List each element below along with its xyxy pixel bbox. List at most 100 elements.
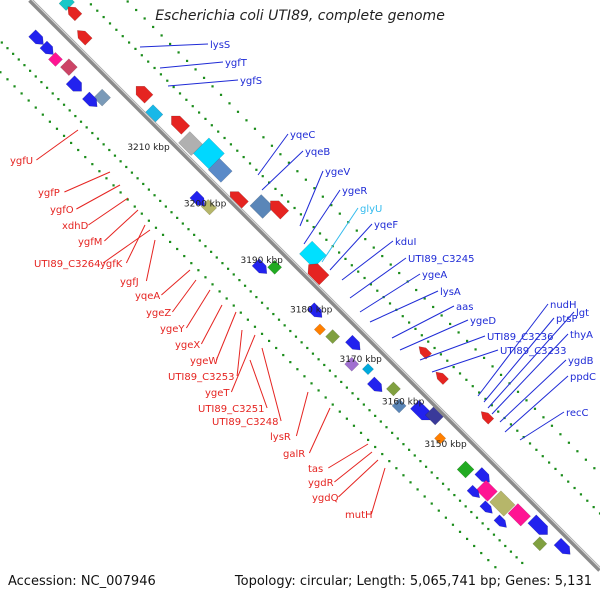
leader-line [308,407,331,454]
scale-label: 3160 kbp [382,398,425,408]
gene-feature [553,537,571,555]
leader-line [499,359,567,423]
tick-dot [396,437,399,440]
tick-dot [385,426,388,429]
tick-dot [567,441,571,444]
gene-label: lysR [270,432,291,443]
tick-dot [6,78,9,81]
tick-dot [176,216,179,219]
tick-dot [592,505,595,509]
tick-dot [34,75,37,78]
tick-dot [535,448,538,451]
tick-dot [228,102,231,105]
tick-dot [119,191,122,194]
tick-dot [471,385,474,388]
leader-line [88,197,129,226]
tick-dot [395,467,398,470]
tick-dot [45,86,49,89]
tick-dot [274,187,277,190]
tick-dot [140,54,143,57]
gene-label: ppdC [570,372,596,383]
tick-dot [352,424,356,427]
tick-dot [576,450,579,453]
tick-dot [567,480,570,483]
tick-dot [74,114,77,118]
tick-dot [482,356,486,359]
tick-dot [277,318,281,321]
tick-dot [55,127,59,130]
tick-dot [232,273,235,276]
gene-label: ygeX [175,340,200,351]
tick-dot [415,288,418,292]
tick-dot [521,561,524,565]
tick-dot [211,85,214,88]
tick-dot [465,537,469,541]
gene-feature [325,329,341,345]
tick-dot [12,52,15,55]
tick-dot [218,290,221,293]
tick-dot [423,495,426,498]
gene-label: kduI [395,237,416,248]
tick-dot [153,194,156,197]
gene-label: yqeF [374,220,398,231]
tick-dot [243,284,247,287]
tick-dot [126,198,129,201]
gene-feature [480,411,495,425]
tick-dot [550,424,554,427]
tick-dot [430,471,433,474]
gene-feature [361,363,375,376]
tick-dot [374,445,377,449]
tick-dot [140,212,143,215]
tick-dot [419,460,422,463]
tick-dot [68,109,71,112]
tick-dot [317,358,320,361]
accession-text: Accession: NC_007946 [8,574,156,589]
tick-dot [449,322,452,326]
tick-dot [89,3,93,6]
tick-dot [289,361,292,364]
leader-line [261,347,282,422]
tick-dot [289,329,292,333]
tick-dot [126,0,129,3]
leader-line [261,150,304,191]
gene-feature [456,460,475,479]
tick-dot [215,256,218,259]
tick-dot [147,60,150,63]
tick-dot [357,397,360,401]
tick-dot [84,155,87,159]
tick-dot [0,41,3,44]
tick-dot [41,113,44,116]
leader-line [185,289,211,329]
tick-dot [280,194,283,197]
tick-dot [287,200,290,203]
tick-dot [359,431,363,434]
tick-dot [441,482,445,485]
tick-dot [478,391,481,394]
tick-dot [372,246,375,249]
tick-dot [185,59,189,63]
tick-dot [181,222,184,225]
tick-dot [379,420,382,423]
tick-dot [177,51,180,54]
leader-line [171,279,197,313]
gene-label: ygeT [205,388,230,399]
gene-label: UTI89_C3264 [34,259,101,270]
gene-labels: lysSygfTygfSyqeCyqeBygeVygeRglyUyqeFkduI… [10,40,596,521]
tick-dot [172,85,175,89]
tick-dot [509,550,513,553]
tick-dot [299,213,303,216]
tick-dot [210,250,213,253]
tick-dot [516,390,520,393]
leader-line [230,334,256,393]
tick-dot [48,120,51,123]
gene-feature [192,137,225,170]
gene-feature [434,432,447,445]
tick-dot [497,410,500,413]
tick-dot [152,25,155,29]
leader-line [102,229,151,264]
tick-dot [98,170,101,173]
gene-feature [171,115,191,135]
leader-line [125,224,146,264]
tick-dot [253,325,257,328]
tick-dot [465,339,469,343]
